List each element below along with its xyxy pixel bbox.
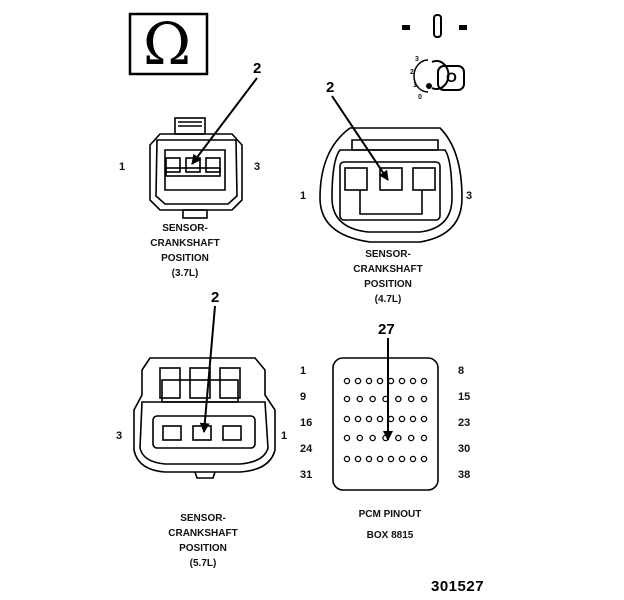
callout-number-3-7l: 2	[253, 60, 262, 77]
callout-number-pcm: 27	[378, 321, 395, 338]
connector-4-7l	[319, 127, 463, 243]
pin-right-4-7l: 3	[466, 190, 473, 202]
caption-line: SENSOR-	[180, 513, 226, 524]
caption-pcm: PCM PINOUT BOX 8815	[340, 508, 440, 542]
pcm-pin-grid	[343, 377, 428, 463]
pcm-pin-cavity	[343, 455, 351, 463]
pcm-pin-cavity	[365, 415, 373, 423]
caption-line: SENSOR-	[365, 249, 411, 260]
pcm-row-end-number: 15	[458, 391, 471, 403]
caption-4-7l: SENSOR- CRANKSHAFT POSITION (4.7L)	[338, 248, 438, 306]
caption-line: (4.7L)	[374, 294, 402, 305]
switch-position-1: 1	[413, 82, 417, 89]
pcm-pin-cavity	[395, 434, 402, 442]
pcm-pin-cavity	[420, 377, 428, 385]
pcm-pin-cavity	[407, 395, 415, 403]
connector-3-7l	[149, 117, 243, 219]
ohmmeter-symbol-box	[128, 12, 209, 76]
pin-left-5-7l: 3	[116, 430, 123, 442]
ohm-symbol: Ω	[143, 10, 192, 78]
caption-line: CRANKSHAFT	[353, 264, 423, 275]
callout-number-4-7l: 2	[326, 79, 335, 96]
figure-number: 301527	[431, 578, 485, 595]
pcm-pin-cavity	[343, 377, 351, 385]
pcm-row-start-number: 9	[300, 391, 307, 403]
pcm-pin-cavity	[387, 377, 395, 385]
caption-line: PCM PINOUT	[358, 509, 422, 520]
pcm-pin-cavity	[409, 455, 417, 463]
pcm-pin-cavity	[343, 415, 351, 423]
pcm-row-start-number: 24	[300, 443, 313, 455]
switch-position-0: 0	[418, 94, 422, 101]
pcm-row-end-number: 30	[458, 443, 471, 455]
switch-position-2: 2	[410, 69, 414, 76]
caption-3-7l: SENSOR- CRANKSHAFT POSITION (3.7L)	[135, 222, 235, 280]
pcm-pin-cavity	[420, 395, 428, 403]
pcm-pin-cavity	[354, 415, 362, 423]
pcm-row-end-number: 38	[458, 469, 471, 481]
switch-knob-label: O	[446, 69, 457, 85]
pcm-pin-cavity	[387, 455, 395, 463]
pcm-pin-cavity	[409, 377, 417, 385]
pcm-pin-cavity	[365, 455, 373, 463]
pin-right-3-7l: 3	[254, 161, 261, 173]
pcm-row-start-number: 31	[300, 469, 313, 481]
pcm-pin-cavity	[398, 455, 406, 463]
pcm-pin-cavity	[356, 395, 364, 403]
pcm-pin-cavity	[369, 395, 376, 403]
pcm-row-end-number: 8	[458, 365, 465, 377]
pcm-pin-cavity	[407, 434, 415, 442]
pin-left-4-7l: 1	[300, 190, 307, 202]
callout-arrow-5-7l	[199, 305, 216, 433]
pcm-pin-cavity	[420, 434, 428, 442]
pcm-box-outline	[332, 357, 439, 491]
caption-line: CRANKSHAFT	[150, 238, 220, 249]
pcm-pin-cavity	[398, 415, 406, 423]
pcm-pin-cavity	[376, 455, 384, 463]
pcm-pin-cavity	[343, 434, 351, 442]
pcm-row-start-number: 1	[300, 365, 307, 377]
pcm-pin-cavity	[395, 395, 402, 403]
pcm-pin-cavity	[354, 377, 362, 385]
pcm-pin-cavity	[376, 377, 384, 385]
caption-line: CRANKSHAFT	[168, 528, 238, 539]
caption-line: BOX 8815	[366, 530, 414, 541]
switch-position-3: 3	[415, 56, 419, 63]
ignition-switch-icon	[402, 14, 467, 93]
pcm-pin-cavity	[420, 415, 428, 423]
callout-number-5-7l: 2	[211, 289, 220, 306]
pcm-pin-cavity	[343, 395, 351, 403]
caption-line: POSITION	[364, 279, 412, 290]
pcm-pin-cavity	[369, 434, 376, 442]
pcm-pin-cavity	[420, 455, 428, 463]
pin-left-3-7l: 1	[119, 161, 126, 173]
caption-line: (3.7L)	[171, 268, 199, 279]
pcm-pin-cavity	[398, 377, 406, 385]
callout-arrow-4-7l	[331, 95, 389, 181]
pcm-pin-cavity	[354, 455, 362, 463]
pcm-pin-cavity	[356, 434, 364, 442]
caption-line: POSITION	[179, 543, 227, 554]
caption-5-7l: SENSOR- CRANKSHAFT POSITION (5.7L)	[153, 512, 253, 570]
pcm-pin-cavity	[387, 415, 395, 423]
caption-line: POSITION	[161, 253, 209, 264]
pcm-row-start-number: 16	[300, 417, 313, 429]
caption-line: SENSOR-	[162, 223, 208, 234]
connector-5-7l	[133, 357, 276, 479]
callout-arrow-3-7l	[191, 77, 258, 165]
pcm-row-end-number: 23	[458, 417, 471, 429]
pin-right-5-7l: 1	[281, 430, 288, 442]
pcm-pin-cavity	[409, 415, 417, 423]
pcm-pin-cavity	[365, 377, 373, 385]
pcm-pin-cavity	[376, 415, 384, 423]
caption-line: (5.7L)	[189, 558, 217, 569]
